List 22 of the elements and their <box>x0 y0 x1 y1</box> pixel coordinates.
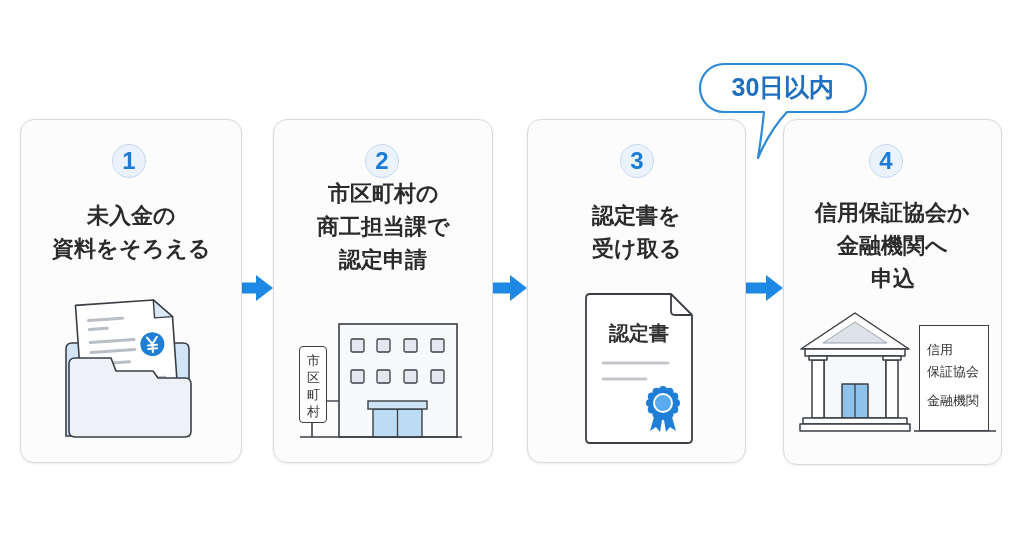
signboard <box>919 325 989 431</box>
signboard: 市区町村 <box>299 346 327 423</box>
step-number: 3 <box>620 144 654 178</box>
callout-text: 30日以内 <box>731 72 835 102</box>
step-card <box>527 119 746 463</box>
arrow <box>493 275 527 301</box>
sign-text: 信用保証協会 <box>927 341 979 381</box>
arrow <box>746 275 783 301</box>
step-title: 信用保証協会か金融機関へ申込 <box>813 199 971 293</box>
step-card <box>20 119 242 463</box>
sign-text: 金融機関 <box>927 392 979 410</box>
certificate-document <box>585 293 693 444</box>
step-card <box>783 119 1002 465</box>
step-number: 2 <box>365 144 399 178</box>
step-title: 未入金の資料をそろえる <box>50 202 212 263</box>
step-title: 市区町村の商工担当課で認定申請 <box>315 180 451 274</box>
step-title: 認定書を受け取る <box>590 202 683 263</box>
step-number: 1 <box>112 144 146 178</box>
step-card <box>273 119 493 463</box>
arrow <box>242 275 273 301</box>
step-number: 4 <box>869 144 903 178</box>
document-title: 認定書 <box>609 320 669 346</box>
